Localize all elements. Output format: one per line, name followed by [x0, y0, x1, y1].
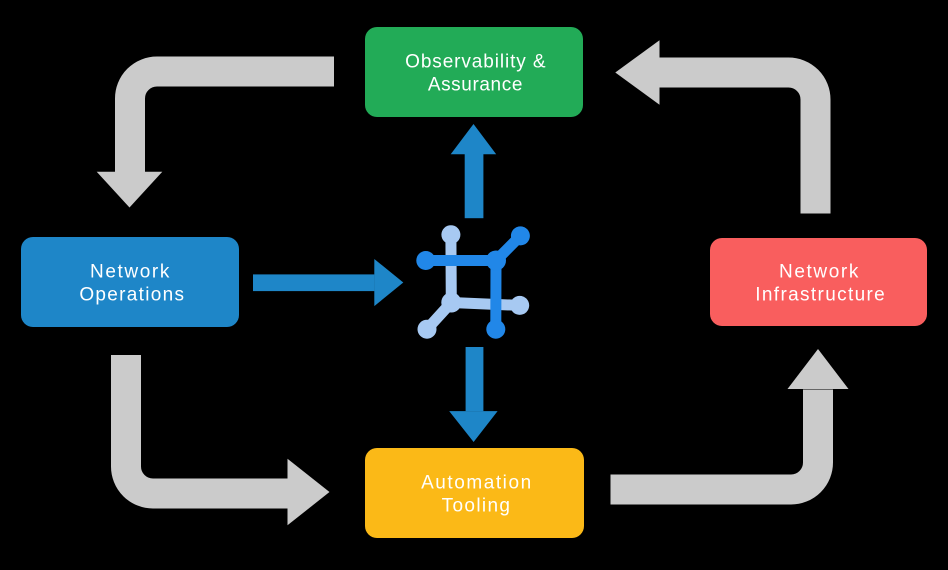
- svg-text:Network: Network: [90, 262, 171, 283]
- svg-text:Infrastructure: Infrastructure: [755, 285, 886, 306]
- svg-text:Observability &: Observability &: [405, 52, 546, 73]
- svg-text:Tooling: Tooling: [442, 496, 512, 517]
- svg-text:Network: Network: [779, 262, 860, 283]
- svg-text:Assurance: Assurance: [428, 75, 523, 96]
- svg-text:Automation: Automation: [421, 473, 533, 494]
- svg-text:Operations: Operations: [79, 285, 185, 306]
